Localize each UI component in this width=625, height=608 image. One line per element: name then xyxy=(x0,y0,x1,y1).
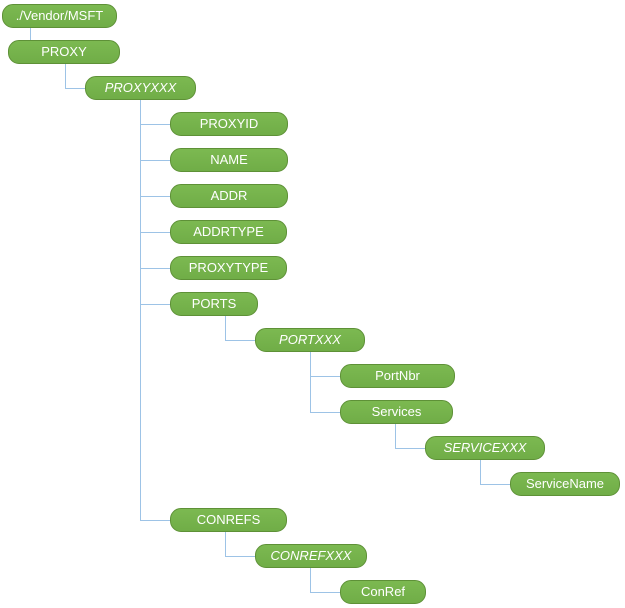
tree-node-conrefs: CONREFS xyxy=(170,508,287,532)
tree-node-proxyid: PROXYID xyxy=(170,112,288,136)
tree-node-services: Services xyxy=(340,400,453,424)
connector-proxy-to-proxyxxx xyxy=(65,64,86,89)
connector-branch-addrtype xyxy=(140,232,170,233)
connector-conrefxxx-to-conref xyxy=(310,568,341,593)
tree-node-conrefxxx: CONREFXXX xyxy=(255,544,367,568)
connector-portxxx-trunk xyxy=(310,352,341,413)
connector-ports-to-portxxx xyxy=(225,316,256,341)
connector-branch-proxytype xyxy=(140,268,170,269)
tree-node-proxytype: PROXYTYPE xyxy=(170,256,287,280)
connector-branch-addr xyxy=(140,196,170,197)
tree-node-proxy: PROXY xyxy=(8,40,120,64)
tree-node-portnbr: PortNbr xyxy=(340,364,455,388)
tree-node-servicename: ServiceName xyxy=(510,472,620,496)
tree-node-conref: ConRef xyxy=(340,580,426,604)
connector-branch-name xyxy=(140,160,170,161)
tree-node-addrtype: ADDRTYPE xyxy=(170,220,287,244)
connector-branch-proxyid xyxy=(140,124,170,125)
tree-node-ports: PORTS xyxy=(170,292,258,316)
tree-node-vendor-msft: ./Vendor/MSFT xyxy=(2,4,117,28)
tree-node-servicexxx: SERVICEXXX xyxy=(425,436,545,460)
tree-node-addr: ADDR xyxy=(170,184,288,208)
connector-vendor-to-proxy xyxy=(30,28,31,40)
connector-conrefs-to-conrefxxx xyxy=(225,532,256,557)
connector-branch-portnbr xyxy=(310,376,340,377)
connector-services-to-servicexxx xyxy=(395,424,426,449)
tree-node-proxyxxx: PROXYXXX xyxy=(85,76,196,100)
tree-node-name: NAME xyxy=(170,148,288,172)
connector-branch-ports xyxy=(140,304,170,305)
connector-servicexxx-to-servicename xyxy=(480,460,511,485)
tree-node-portxxx: PORTXXX xyxy=(255,328,365,352)
connector-proxyxxx-trunk xyxy=(140,100,171,521)
